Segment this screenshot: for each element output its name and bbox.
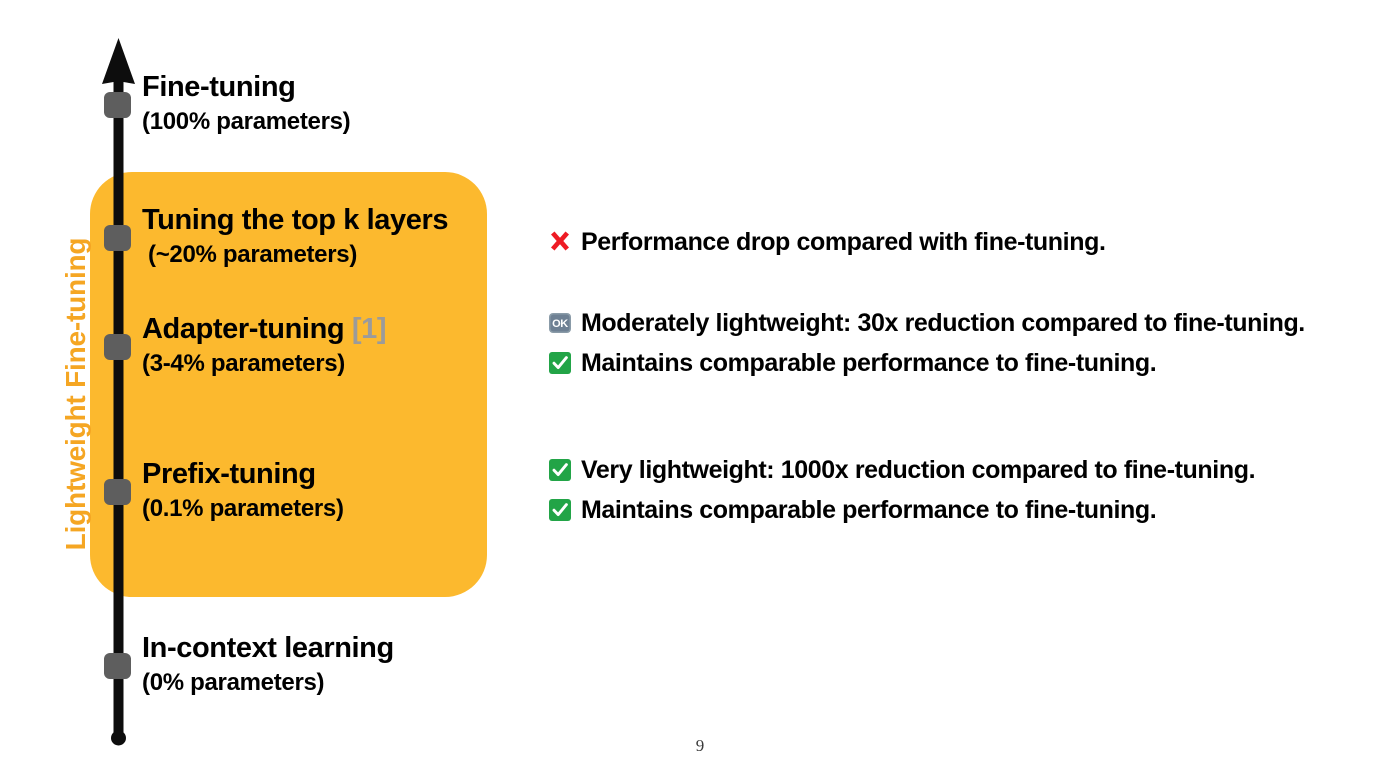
vertical-axis-arrow — [96, 14, 142, 752]
note-line: Performance drop compared with fine-tuni… — [546, 228, 1386, 256]
stage-title-text: In-context learning — [142, 632, 394, 664]
note-text: Maintains comparable performance to fine… — [581, 349, 1157, 377]
stage-title-text: Tuning the top k layers — [142, 204, 449, 236]
stage-title-text: Fine-tuning — [142, 71, 296, 103]
note-line: Maintains comparable performance to fine… — [546, 349, 1386, 377]
stage-subtitle: (3-4% parameters) — [142, 350, 345, 378]
ok-button-icon: OK — [546, 309, 574, 337]
stage-subtitle: (0% parameters) — [142, 669, 325, 697]
annotations-column: Performance drop compared with fine-tuni… — [546, 228, 1386, 524]
note-group-top-k-layers: Performance drop compared with fine-tuni… — [546, 228, 1386, 256]
stage-title: Prefix-tuning — [142, 457, 344, 491]
stage-prefix-tuning-text: Prefix-tuning (0.1% parameters) — [142, 457, 344, 524]
check-mark-icon — [546, 496, 574, 524]
timeline-marker-icon — [104, 92, 131, 118]
timeline-marker-icon — [104, 334, 131, 360]
note-line: Maintains comparable performance to fine… — [546, 496, 1386, 524]
note-line: OK Moderately lightweight: 30x reduction… — [546, 309, 1386, 337]
note-text: Moderately lightweight: 30x reduction co… — [581, 309, 1305, 337]
stage-fine-tuning-text: Fine-tuning (100% parameters) — [142, 70, 351, 137]
note-text: Very lightweight: 1000x reduction compar… — [581, 456, 1256, 484]
note-text: Maintains comparable performance to fine… — [581, 496, 1157, 524]
note-text: Performance drop compared with fine-tuni… — [581, 228, 1106, 256]
stage-title: Tuning the top k layers — [142, 203, 448, 237]
timeline-marker-icon — [104, 653, 131, 679]
note-group-prefix-tuning: Very lightweight: 1000x reduction compar… — [546, 456, 1386, 524]
slide-number: 9 — [695, 736, 705, 755]
note-line: Very lightweight: 1000x reduction compar… — [546, 456, 1386, 484]
spacer — [546, 377, 1386, 456]
stage-subtitle: (0.1% parameters) — [142, 495, 344, 523]
cross-mark-icon — [546, 228, 574, 256]
stage-subtitle: (~20% parameters) — [148, 241, 358, 269]
axis-label-lightweight-fine-tuning: Lightweight Fine-tuning — [60, 237, 91, 551]
stage-adapter-tuning-text: Adapter-tuning [1] (3-4% parameters) — [142, 312, 387, 379]
stage-subtitle: (100% parameters) — [142, 108, 351, 136]
stage-title-text: Adapter-tuning — [142, 313, 345, 345]
timeline-marker-icon — [104, 479, 131, 505]
stage-title: In-context learning — [142, 631, 394, 665]
citation-reference[interactable]: [1] — [351, 313, 387, 345]
stage-title: Adapter-tuning [1] — [142, 312, 387, 346]
check-mark-icon — [546, 349, 574, 377]
stage-top-k-layers-text: Tuning the top k layers (~20% parameters… — [142, 203, 448, 270]
svg-text:OK: OK — [552, 318, 568, 330]
stage-in-context-learning-text: In-context learning (0% parameters) — [142, 631, 394, 698]
stage-title-text: Prefix-tuning — [142, 458, 316, 490]
stage-title: Fine-tuning — [142, 70, 350, 104]
spacer — [546, 337, 1386, 349]
timeline-marker-icon — [104, 225, 131, 251]
spacer — [546, 256, 1386, 309]
lightweight-fine-tuning-region — [90, 172, 487, 597]
check-mark-icon — [546, 456, 574, 484]
note-group-adapter-tuning: OK Moderately lightweight: 30x reduction… — [546, 309, 1386, 377]
spacer — [546, 484, 1386, 496]
